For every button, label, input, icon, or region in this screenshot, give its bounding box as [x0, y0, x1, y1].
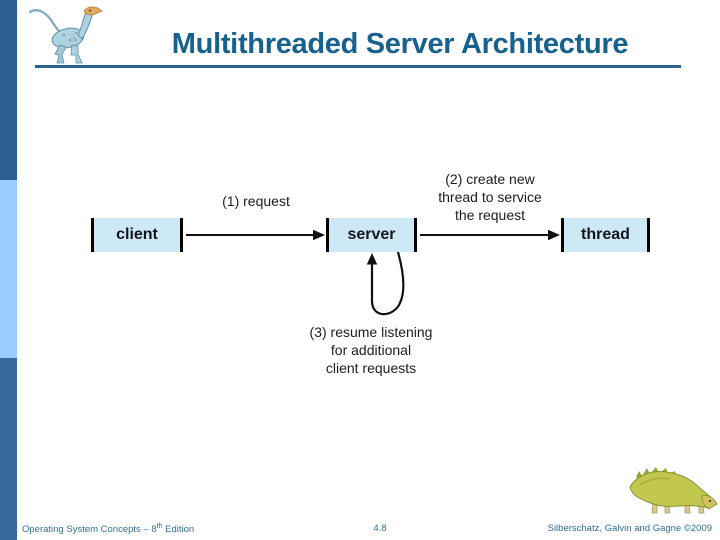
footer-authors: Silberschatz, Galvin and Gagne ©2009: [547, 523, 712, 534]
dinosaur-footer-icon: [629, 467, 718, 514]
footer-edition-superscript: th: [156, 523, 163, 530]
server-box-label: server: [347, 226, 396, 243]
footer-book-prefix: Operating System Concepts – 8: [22, 524, 157, 536]
server-box: server: [326, 218, 417, 252]
resume-loop-arrow: [370, 250, 405, 316]
resume-listening-label-line3: client requests: [325, 360, 417, 376]
resume-listening-label-line1: (3) resume listening: [309, 324, 433, 340]
client-box: client: [91, 218, 183, 252]
resume-listening-label: (3) resume listening for additional clie…: [291, 323, 451, 377]
footer-page-number: 4.8: [373, 523, 387, 534]
request-label-line: (1) request: [222, 193, 290, 209]
resume-loop-arrowhead-icon: [366, 253, 378, 265]
footer-book-suffix: Edition: [162, 524, 195, 536]
slide-title: Multithreaded Server Architecture: [171, 28, 629, 60]
sidebar-segment-top: [0, 0, 17, 180]
sidebar-segment-bottom: [0, 358, 17, 540]
thread-box-label: thread: [581, 226, 630, 243]
request-arrowhead-icon: [313, 229, 325, 241]
create-thread-arrowhead-icon: [548, 229, 560, 241]
thread-box: thread: [561, 218, 650, 252]
sidebar-segment-middle: [0, 180, 17, 358]
create-thread-label: (2) create new thread to service the req…: [409, 170, 571, 224]
create-thread-label-line2: thread to service: [438, 189, 542, 205]
create-thread-label-line1: (2) create new: [445, 171, 535, 187]
title-underline: [35, 65, 681, 68]
sidebar-accent-bar: [0, 0, 17, 540]
dinosaur-logo-icon: [28, 6, 103, 64]
create-thread-label-line3: the request: [454, 207, 526, 223]
client-box-label: client: [116, 226, 158, 243]
request-label: (1) request: [186, 192, 326, 210]
footer-book-title: Operating System Concepts – 8th Edition: [22, 523, 194, 535]
resume-listening-label-line2: for additional: [330, 342, 412, 358]
